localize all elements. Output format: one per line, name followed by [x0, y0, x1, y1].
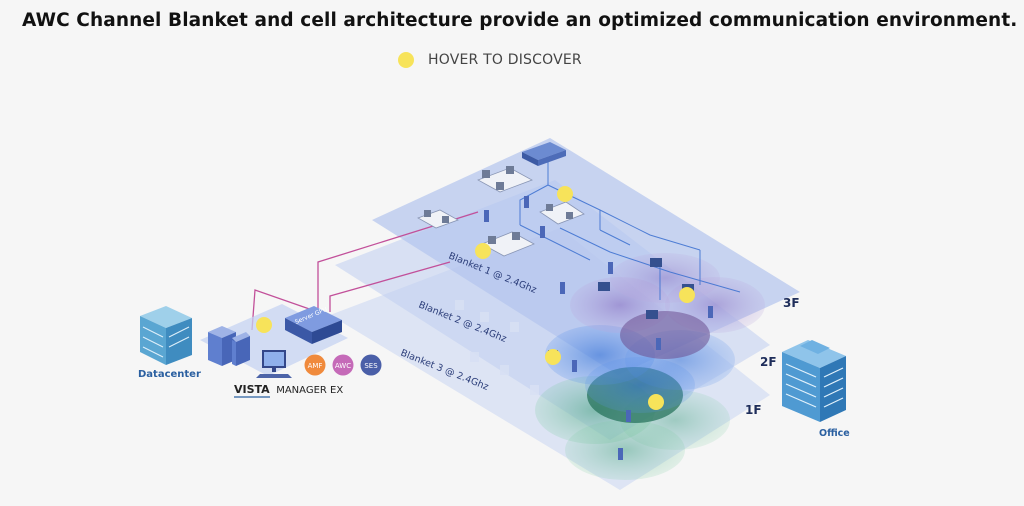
- floor-cabling: [519, 160, 741, 300]
- hotspot-desks[interactable]: [557, 186, 573, 202]
- badge-amf-label: AMF: [308, 362, 323, 370]
- badge-ses-circle: [360, 354, 382, 376]
- badge-amf: AMF: [304, 354, 326, 376]
- server-rack-icon: [208, 326, 250, 366]
- cell-3f-purple-d: [620, 311, 710, 359]
- hotspot-cells-1f[interactable]: [648, 394, 664, 410]
- datacenter-label: Datacenter: [138, 369, 201, 380]
- badge-awc-circle: [332, 354, 354, 376]
- floor-label-1f: 1F: [745, 403, 762, 417]
- desk-cluster-b: [417, 209, 459, 229]
- legend: HOVER TO DISCOVER: [398, 48, 582, 72]
- badge-ses: SES: [360, 354, 382, 376]
- lower-floor-devices: [455, 300, 539, 395]
- cell-2f-blue-c: [585, 357, 695, 413]
- brand-vista: VISTA: [234, 383, 270, 396]
- page-title: AWC Channel Blanket and cell architectur…: [22, 10, 1018, 31]
- office-label: Office: [819, 428, 850, 439]
- server-gpu-icon: Server GPU: [285, 306, 342, 344]
- cell-1f-green-c: [565, 420, 685, 480]
- hotspot-blanket-2[interactable]: [545, 349, 561, 365]
- hotspot-legend-dot: [398, 52, 414, 68]
- floor-label-3f: 3F: [783, 296, 800, 310]
- floor-switch-icon: [522, 142, 566, 166]
- workstation-icon: [256, 350, 292, 378]
- badge-awc-label: AWC: [335, 362, 351, 370]
- vista-manager-brand: VISTA MANAGER EX: [234, 383, 343, 396]
- hotspot-blanket-1[interactable]: [475, 243, 491, 259]
- badge-amf-circle: [304, 354, 326, 376]
- access-points: [484, 196, 713, 460]
- brand-manager: MANAGER EX: [276, 385, 343, 396]
- desk-clusters: [417, 166, 585, 257]
- floor-label-2f: 2F: [760, 355, 777, 369]
- office-building-icon: [782, 340, 846, 422]
- hotspot-management[interactable]: [256, 317, 272, 333]
- legend-label: HOVER TO DISCOVER: [428, 52, 582, 68]
- cell-3f-purple-c: [610, 253, 720, 303]
- desk-cluster-a: [477, 166, 533, 193]
- badge-ses-label: SES: [364, 362, 378, 370]
- datacenter-icon: [140, 306, 192, 365]
- hotspot-cells-3f[interactable]: [679, 287, 695, 303]
- hotspots[interactable]: [256, 186, 695, 410]
- badge-awc: AWC: [332, 354, 354, 376]
- desk-cluster-d: [481, 231, 535, 257]
- desk-cluster-c: [539, 201, 585, 225]
- uplink-lines: [251, 211, 479, 331]
